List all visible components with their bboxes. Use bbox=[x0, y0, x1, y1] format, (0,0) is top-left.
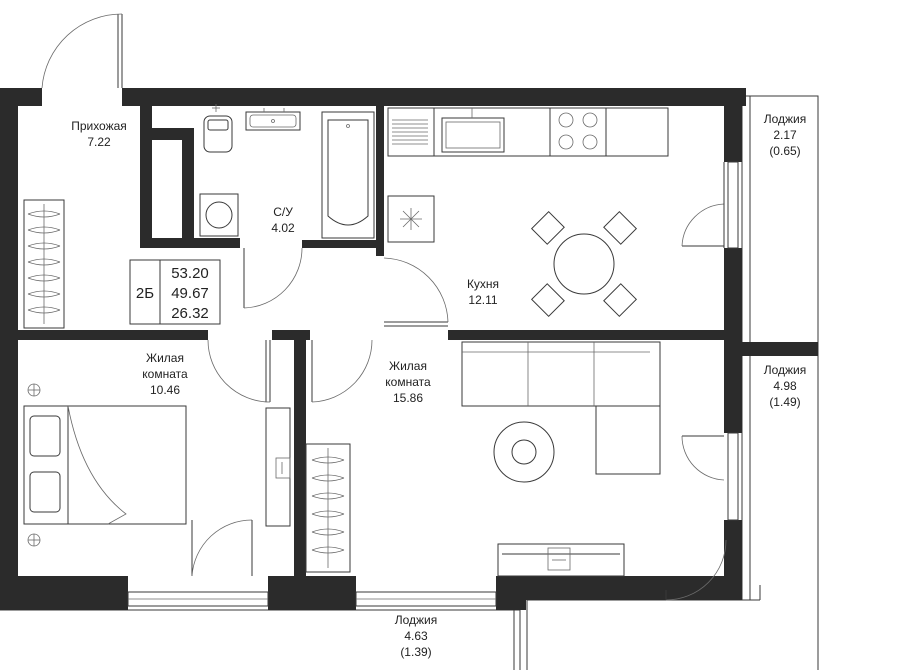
living-name-line1: Жилая bbox=[389, 359, 427, 373]
loggia-top-reduced: (0.65) bbox=[769, 144, 800, 158]
living-name-line2: комната bbox=[385, 375, 431, 389]
kitchen-door bbox=[383, 257, 449, 327]
total-area-no-loggia: 49.67 bbox=[171, 285, 209, 302]
bedroom-door bbox=[207, 339, 271, 403]
living-area: 15.86 bbox=[393, 391, 423, 405]
living-balcony-door bbox=[681, 435, 725, 481]
bedroom-outlets bbox=[27, 383, 41, 547]
bedroom-loggia-door bbox=[191, 519, 253, 577]
total-area: 53.20 bbox=[171, 265, 209, 282]
living-tv-unit bbox=[497, 543, 625, 577]
loggia-bottom-reduced: (1.39) bbox=[400, 645, 431, 659]
hall-area: 7.22 bbox=[87, 135, 111, 149]
bedroom-tv-unit bbox=[265, 407, 291, 527]
apartment-summary: 2Б 53.20 49.67 26.32 bbox=[129, 259, 221, 325]
loggia-top-name: Лоджия bbox=[764, 112, 807, 126]
bed bbox=[23, 405, 187, 525]
living-wardrobe bbox=[305, 443, 351, 573]
kitchen-counter bbox=[387, 107, 669, 243]
loggia-bottom-name: Лоджия bbox=[395, 613, 438, 627]
hall-name: Прихожая bbox=[71, 119, 127, 133]
kitchen-balcony-door bbox=[681, 162, 725, 248]
bedroom-name-line1: Жилая bbox=[146, 351, 184, 365]
living-loggia-door bbox=[665, 539, 727, 601]
bathtub bbox=[321, 111, 375, 239]
apartment-type: 2Б bbox=[136, 285, 154, 302]
living-area: 26.32 bbox=[171, 305, 209, 322]
room-labels: Прихожая 7.22 С/У 4.02 Кухня 12.11 Жилая… bbox=[71, 112, 806, 659]
bathroom-area: 4.02 bbox=[271, 221, 295, 235]
entrance-door bbox=[41, 13, 123, 89]
windows bbox=[127, 161, 739, 607]
loggia-mid-area: 4.98 bbox=[773, 379, 797, 393]
loggia-top-area: 2.17 bbox=[773, 128, 797, 142]
washing-machine bbox=[199, 193, 239, 237]
kitchen-table bbox=[530, 210, 638, 318]
bedroom-area: 10.46 bbox=[150, 383, 180, 397]
loggia-mid-reduced: (1.49) bbox=[769, 395, 800, 409]
bathroom-door bbox=[243, 247, 303, 309]
sofa bbox=[461, 341, 661, 475]
walls bbox=[0, 88, 818, 610]
kitchen-area: 12.11 bbox=[468, 293, 497, 307]
living-door bbox=[311, 339, 373, 403]
washbasin bbox=[245, 108, 301, 131]
kitchen-name: Кухня bbox=[467, 277, 499, 291]
toilet bbox=[203, 104, 233, 153]
doors bbox=[41, 13, 727, 601]
hall-wardrobe bbox=[23, 199, 65, 329]
coffee-table bbox=[493, 421, 555, 483]
loggia-mid-name: Лоджия bbox=[764, 363, 807, 377]
loggia-bottom-area: 4.63 bbox=[404, 629, 428, 643]
bedroom-name-line2: комната bbox=[142, 367, 188, 381]
bathroom-name: С/У bbox=[273, 205, 293, 219]
